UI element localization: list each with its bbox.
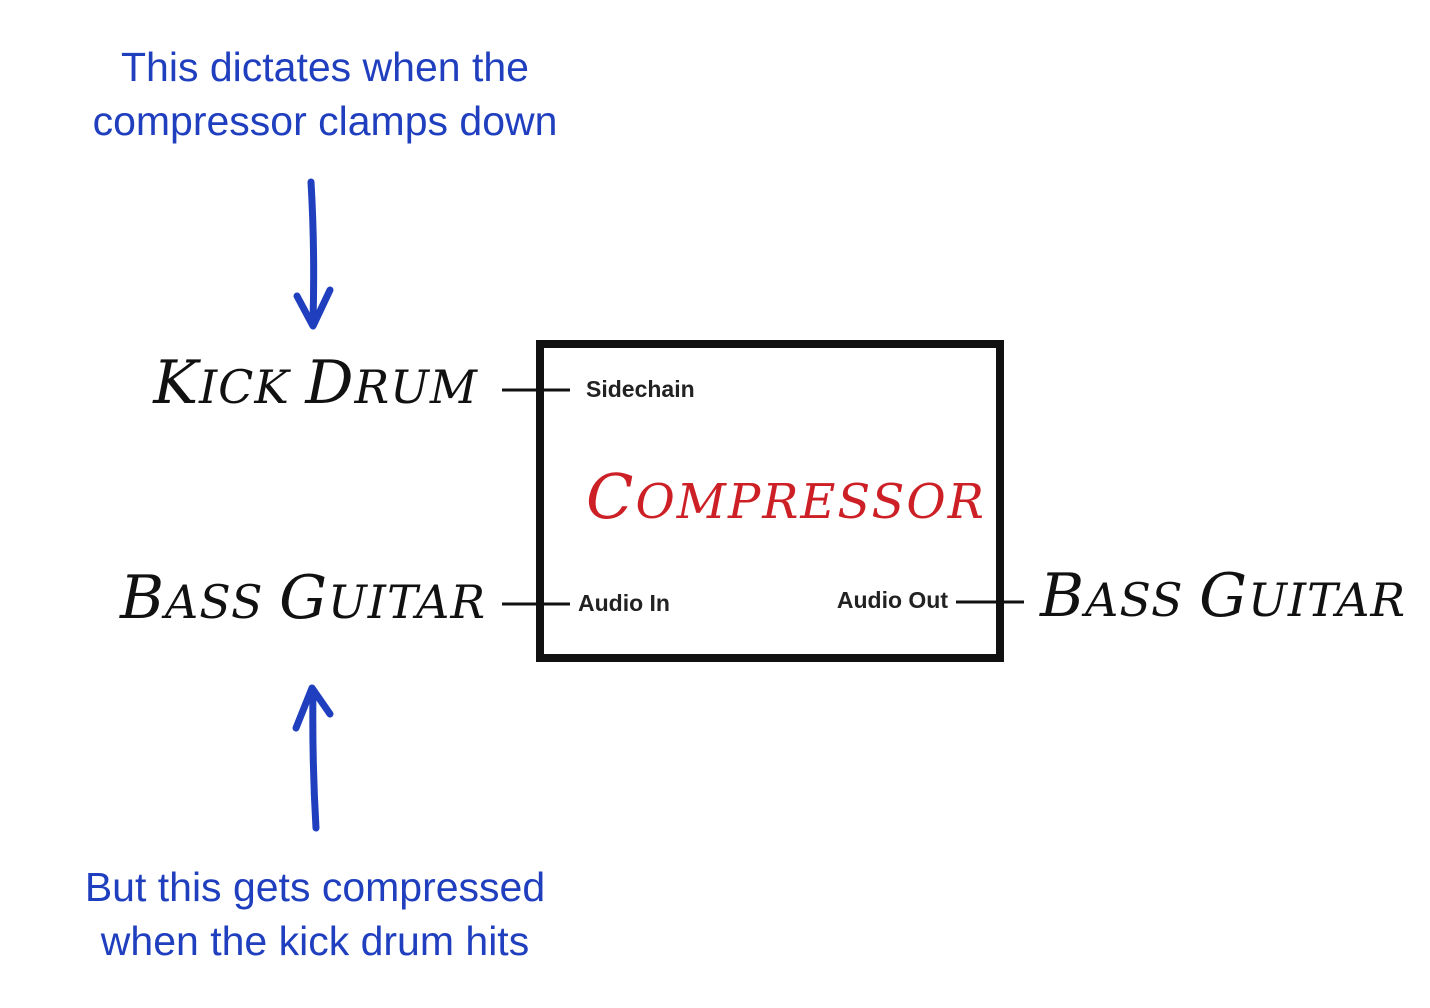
compressed-signal-annotation: But this gets compressed when the kick d… xyxy=(20,860,610,968)
audio-out-port-label: Audio Out xyxy=(836,587,948,613)
compressor-box xyxy=(536,340,1004,662)
bass-guitar-input-label: BASS GUITAR xyxy=(119,563,486,633)
sidechain-port-label: Sidechain xyxy=(586,376,695,402)
compressor-title: COMPRESSOR xyxy=(586,460,986,533)
annotation-line: But this gets compressed xyxy=(84,864,546,910)
audio-in-port-label: Audio In xyxy=(578,590,670,616)
arrow-down-icon xyxy=(293,178,334,330)
sidechain-annotation: This dictates when the compressor clamps… xyxy=(30,40,620,148)
bass-guitar-output-label: BASS GUITAR xyxy=(1040,561,1407,631)
annotation-line: This dictates when the xyxy=(121,44,529,90)
arrow-up-icon xyxy=(292,684,334,832)
kick-drum-label: KICK DRUM xyxy=(153,348,478,418)
annotation-line: when the kick drum hits xyxy=(100,918,530,964)
annotation-line: compressor clamps down xyxy=(92,98,558,144)
